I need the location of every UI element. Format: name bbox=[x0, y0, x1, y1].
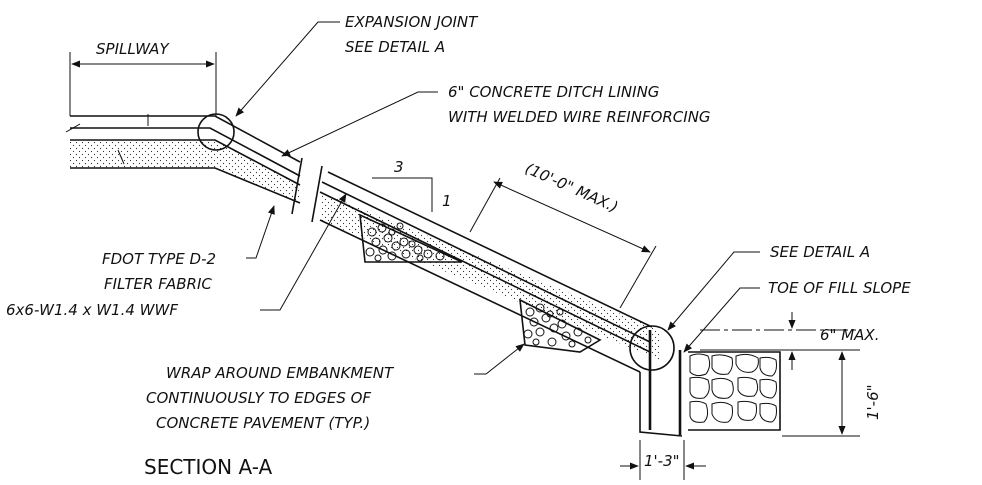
expansion-joint-label: EXPANSION JOINT bbox=[345, 13, 479, 31]
slope-rise-label: 1 bbox=[442, 192, 452, 210]
expansion-joint-ref-label: SEE DETAIL A bbox=[345, 38, 445, 56]
wrap-pavement-label: CONCRETE PAVEMENT (TYP.) bbox=[156, 414, 370, 432]
ditch-lining-label: 6" CONCRETE DITCH LINING bbox=[448, 83, 659, 101]
riprap-toe bbox=[688, 351, 781, 431]
toe-of-fill-slope-label: TOE OF FILL SLOPE bbox=[768, 279, 911, 297]
six-inch-max-label: 6" MAX. bbox=[820, 326, 879, 344]
spillway-label: SPILLWAY bbox=[96, 40, 170, 58]
slope-run-label: 3 bbox=[394, 158, 404, 176]
ditch-lining-reinforcing-label: WITH WELDED WIRE REINFORCING bbox=[448, 108, 711, 126]
dimension-lines bbox=[69, 21, 860, 480]
wrap-around-label: WRAP AROUND EMBANKMENT bbox=[166, 364, 395, 382]
wwf-label: 6x6-W1.4 x W1.4 WWF bbox=[6, 301, 178, 319]
riprap-lower bbox=[519, 298, 602, 353]
filter-fabric-label: FILTER FABRIC bbox=[104, 275, 212, 293]
wrap-continuous-label: CONTINUOUSLY TO EDGES OF bbox=[146, 389, 371, 407]
section-title: SECTION A-A bbox=[144, 455, 272, 479]
width-dimension-label: 1'-3" bbox=[644, 452, 680, 470]
detail-circle-toe bbox=[629, 325, 675, 371]
concrete-lining bbox=[65, 114, 683, 437]
depth-dimension-label: 1'-6" bbox=[864, 384, 882, 420]
slope-indicator bbox=[372, 177, 433, 212]
see-detail-a-label: SEE DETAIL A bbox=[770, 243, 870, 261]
filter-fabric-type-label: FDOT TYPE D-2 bbox=[102, 250, 216, 268]
max-length-label: (10'-0" MAX.) bbox=[522, 159, 620, 216]
riprap-upper bbox=[359, 213, 463, 263]
